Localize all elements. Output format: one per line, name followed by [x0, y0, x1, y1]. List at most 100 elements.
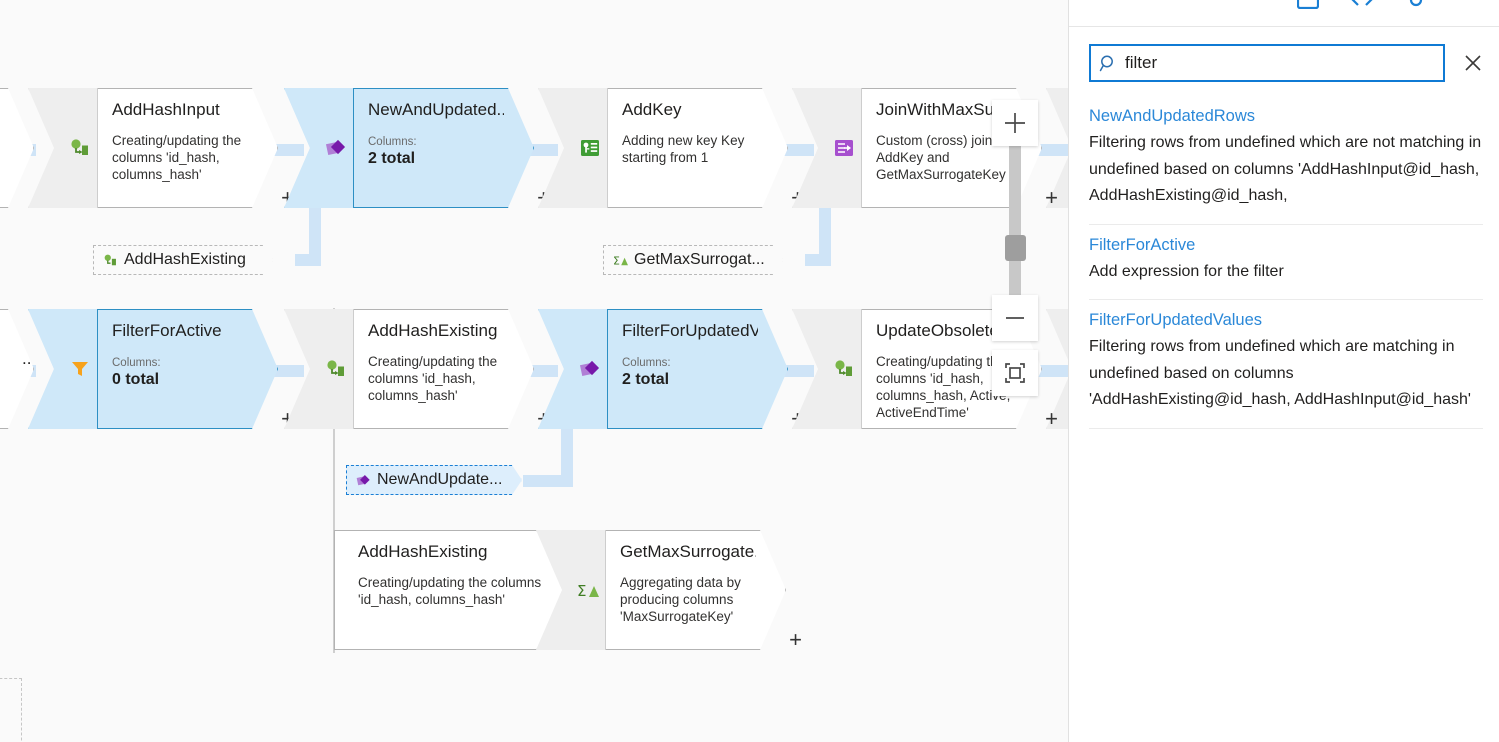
node-description: Creating/updating the columns 'id_hash, … [368, 354, 498, 403]
node-body: GetMaxSurrogate... Aggregating data by p… [606, 530, 786, 650]
node-body: JoinWithMaxSurr... Custom (cross) join o… [862, 88, 1042, 208]
node-description: Adding new key Key starting from 1 [622, 133, 745, 165]
node-addhashinput[interactable]: AddHashInput Creating/updating the colum… [28, 88, 294, 209]
search-result-item[interactable]: NewAndUpdatedRows Filtering rows from un… [1089, 96, 1483, 225]
node-description: Custom (cross) join on AddKey and GetMax… [876, 133, 1012, 182]
reference-addhashexisting[interactable]: AddHashExisting [93, 245, 273, 275]
node-title: FilterForUpdatedV... [622, 321, 758, 340]
settings-icon[interactable] [1405, 0, 1427, 9]
partial-node-right-row2[interactable] [1046, 309, 1069, 429]
svg-text:Σ: Σ [613, 254, 620, 267]
aggregate-icon: Σ [612, 252, 628, 268]
zoom-control[interactable] [992, 100, 1038, 396]
node-body: FilterForUpdatedV... Columns: 2 total [608, 309, 788, 429]
svg-text:Σ: Σ [577, 582, 586, 600]
node-columns-label: Columns: [368, 136, 417, 148]
fit-to-screen-button[interactable] [992, 350, 1038, 396]
edge-ribbon [819, 200, 831, 266]
derived-column-icon [102, 252, 118, 268]
node-getmaxsurrogatekey[interactable]: Σ GetMaxSurrogate... Aggregating data by… [536, 530, 802, 651]
close-search-button[interactable] [1458, 48, 1488, 78]
derived-column-icon [832, 357, 856, 381]
dataflow-canvas[interactable]: + .. + AddHashInput Creating/updating th… [0, 0, 1069, 742]
result-title[interactable]: FilterForUpdatedValues [1089, 311, 1263, 329]
search-result-item[interactable]: FilterForActive Add expression for the f… [1089, 225, 1483, 300]
node-description: Creating/updating the columns 'id_hash, … [876, 354, 1011, 420]
node-columns-label: Columns: [112, 357, 161, 369]
node-title: UpdateObsolete [876, 321, 999, 340]
node-columns-value: 2 total [368, 150, 416, 167]
node-title: AddHashInput [112, 100, 220, 119]
reference-newandupdatedrows[interactable]: NewAndUpdate... [346, 465, 522, 495]
node-addhashexisting[interactable]: AddHashExisting Creating/updating the co… [284, 309, 550, 430]
reference-label: NewAndUpdate... [377, 471, 503, 488]
add-node-plus[interactable]: + [1045, 185, 1058, 210]
result-title[interactable]: FilterForActive [1089, 235, 1196, 254]
node-columns-value: 2 total [622, 371, 670, 388]
search-box[interactable] [1089, 44, 1445, 82]
result-title[interactable]: NewAndUpdatedRows [1089, 107, 1256, 125]
node-title: FilterForActive [112, 321, 222, 340]
reference-label: GetMaxSurrogat... [634, 251, 765, 268]
node-body: NewAndUpdated... Columns: 2 total [354, 88, 534, 208]
node-body: UpdateObsolete Creating/updating the col… [862, 309, 1042, 429]
group-rail [333, 308, 335, 653]
panel-toolbar [1069, 0, 1499, 27]
node-newandupdated[interactable]: NewAndUpdated... Columns: 2 total + [284, 88, 550, 209]
zoom-slider-track[interactable] [1009, 140, 1021, 310]
reference-label: AddHashExisting [124, 251, 246, 268]
node-body: AddHashExisting Creating/updating the co… [354, 309, 534, 429]
node-body: AddHashExisting Creating/updating the co… [344, 530, 584, 650]
search-result-item[interactable]: FilterForUpdatedValues Filtering rows fr… [1089, 300, 1483, 429]
edge-ribbon [561, 421, 573, 487]
result-description: Filtering rows from undefined which are … [1089, 134, 1482, 204]
node-shape [334, 530, 584, 650]
node-title: GetMaxSurrogate... [620, 542, 756, 561]
node-title: NewAndUpdated... [368, 100, 504, 119]
filter-icon [68, 357, 92, 381]
dashed-region-marker [0, 678, 22, 742]
node-body: AddKey Adding new key Key starting from … [608, 88, 788, 208]
surrogate-key-icon [578, 136, 602, 160]
node-columns-label: Columns: [622, 357, 671, 369]
add-node-plus[interactable]: + [789, 627, 802, 652]
minus-icon [1006, 317, 1024, 319]
reference-getmaxsurrogatekey[interactable]: Σ GetMaxSurrogat... [603, 245, 783, 275]
node-columns-value: 0 total [112, 371, 160, 388]
node-title: JoinWithMaxSurr... [876, 100, 1012, 119]
node-body: FilterForActive Columns: 0 total [98, 309, 278, 429]
derived-column-icon [324, 357, 348, 381]
node-title: AddHashExisting [358, 542, 488, 561]
add-node-plus[interactable]: + [1045, 406, 1058, 431]
zoom-in-button[interactable] [992, 100, 1038, 146]
panel-divider [1068, 0, 1069, 742]
node-filterforactive[interactable]: FilterForActive Columns: 0 total + [28, 309, 294, 430]
join-icon [832, 136, 856, 160]
code-icon[interactable] [1351, 0, 1373, 9]
edge-ribbon [309, 200, 321, 266]
search-results-list: NewAndUpdatedRows Filtering rows from un… [1089, 96, 1483, 429]
node-title: AddHashExisting [368, 321, 498, 340]
partial-node-right-row1[interactable] [1046, 88, 1069, 208]
result-description: Add expression for the filter [1089, 262, 1284, 280]
script-icon[interactable] [1296, 0, 1320, 10]
node-description: Creating/updating the columns 'id_hash, … [358, 575, 542, 607]
node-filterforupdatedvalues[interactable]: FilterForUpdatedV... Columns: 2 total + [538, 309, 804, 430]
exists-icon [578, 357, 602, 381]
node-addhashexisting-2[interactable]: AddHashExisting Creating/updating the co… [334, 530, 600, 651]
exists-icon [355, 472, 371, 488]
aggregate-icon: Σ [576, 578, 600, 602]
node-body: AddHashInput Creating/updating the colum… [98, 88, 278, 208]
edge-ribbon [523, 475, 573, 487]
node-description: Creating/updating the columns 'id_hash, … [112, 133, 242, 182]
zoom-slider-thumb[interactable] [1005, 235, 1026, 261]
node-addkey[interactable]: AddKey Adding new key Key starting from … [538, 88, 804, 209]
search-row [1089, 44, 1483, 84]
node-title: AddKey [622, 100, 682, 119]
plus-icon [1005, 113, 1025, 133]
derived-column-icon [68, 136, 92, 160]
partial-node-left-row2[interactable]: .. + [0, 309, 50, 430]
zoom-out-button[interactable] [992, 295, 1038, 341]
search-input[interactable] [1125, 53, 1443, 73]
search-panel: NewAndUpdatedRows Filtering rows from un… [1069, 0, 1499, 742]
